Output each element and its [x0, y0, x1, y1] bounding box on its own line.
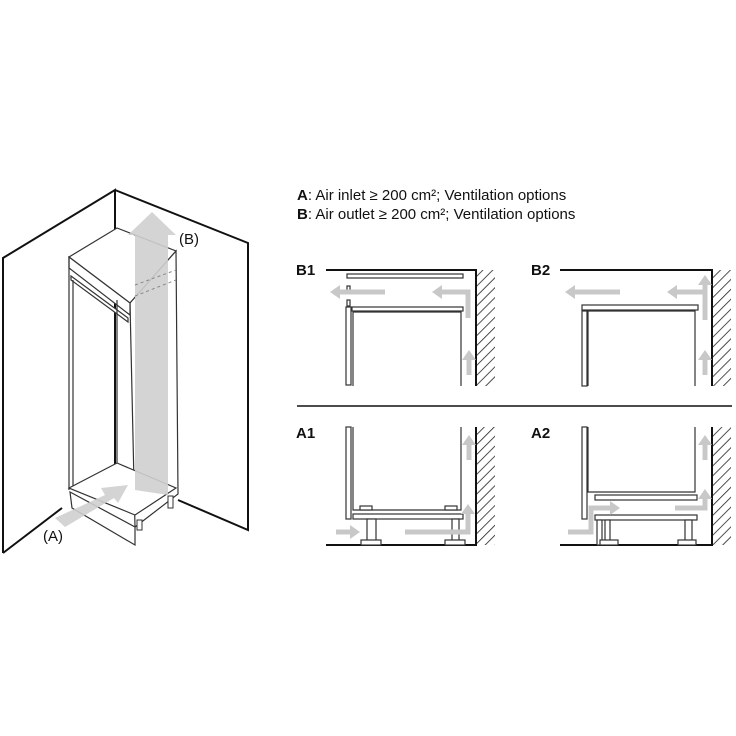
legend-key-b: B	[297, 206, 308, 223]
label-inlet-a: (A)	[43, 528, 63, 545]
panel-a1	[326, 426, 495, 546]
panel-b1	[326, 269, 495, 386]
label-outlet-b: (B)	[179, 231, 199, 248]
airflow-arrow-inlet	[55, 485, 128, 527]
legend-text-b: : Air outlet ≥ 200 cm²; Ventilation opti…	[307, 206, 576, 223]
legend-air-outlet: B: Air outlet ≥ 200 cm²; Ventilation opt…	[297, 206, 575, 223]
panel-label-a1: A1	[296, 425, 316, 442]
cabinet-perspective	[2, 188, 249, 554]
legend-text-a: : Air inlet ≥ 200 cm²; Ventilation optio…	[307, 187, 567, 204]
legend-air-inlet: A: Air inlet ≥ 200 cm²; Ventilation opti…	[297, 187, 566, 204]
panel-label-a2: A2	[531, 425, 551, 442]
legend-key-a: A	[297, 187, 308, 204]
panel-label-b1: B1	[296, 262, 316, 279]
airflow-arrow-outlet	[128, 212, 177, 495]
panel-a2	[560, 426, 731, 546]
panel-b2	[560, 269, 731, 387]
panel-label-b2: B2	[531, 262, 551, 279]
room-walls	[2, 188, 249, 554]
